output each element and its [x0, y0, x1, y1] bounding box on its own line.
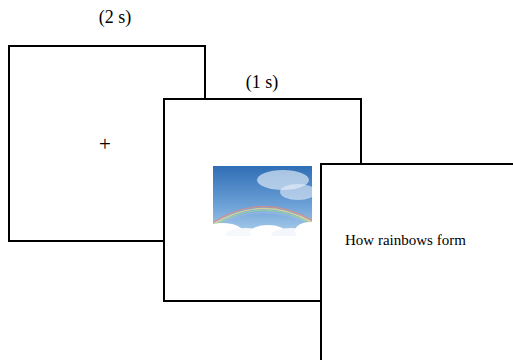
- slide-frame: How rainbows form: [320, 163, 513, 360]
- topic-text: How rainbows form: [345, 231, 466, 249]
- text-holder: How rainbows form: [345, 231, 466, 249]
- duration-label: (2 s): [99, 7, 132, 29]
- text-holder: (2 s): [99, 7, 132, 29]
- rainbow-photo: [213, 166, 312, 240]
- text-holder: +: [99, 132, 111, 157]
- duration-label: (1 s): [246, 72, 279, 94]
- fixation-cross: +: [99, 132, 111, 157]
- text-holder: (1 s): [246, 72, 279, 94]
